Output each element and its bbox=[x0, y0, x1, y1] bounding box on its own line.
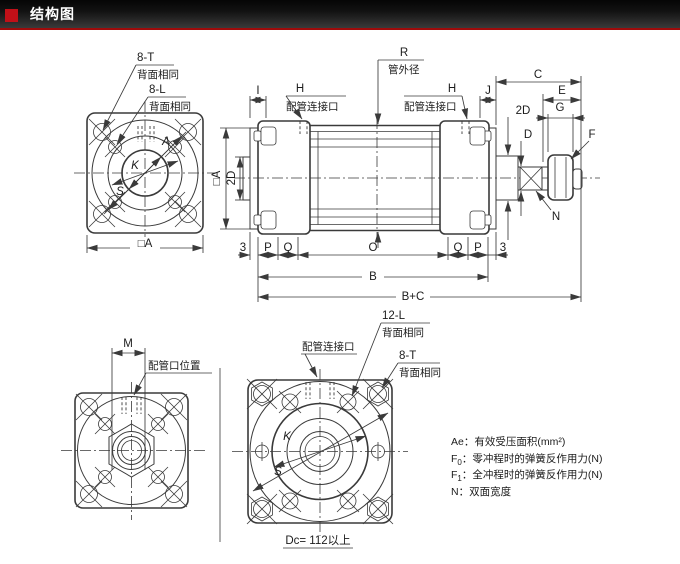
dim-label-f: F bbox=[588, 129, 595, 141]
dim-label-j: J bbox=[485, 85, 491, 97]
label-8t: 8-T bbox=[399, 350, 416, 362]
dim-label-i: I bbox=[256, 85, 259, 97]
dimension-chain bbox=[238, 232, 508, 302]
port-hidden-lines bbox=[137, 126, 155, 142]
label-12l: 12-L bbox=[382, 310, 406, 322]
head-end-view: K S 配管连接口 12-L 背面相同 8-T 背面相同 Dc= 112以上 bbox=[232, 310, 441, 549]
dim-label-2d-rear: 2D bbox=[226, 171, 238, 186]
dim-label-g: G bbox=[556, 102, 565, 114]
chain-q-left: Q bbox=[284, 242, 293, 254]
front-flange-view: A K S 8-T 背面相同 8-L 背面相同 □A bbox=[74, 52, 216, 253]
dim-label-c: C bbox=[534, 69, 542, 81]
dim-label-square-a: □A bbox=[138, 238, 153, 250]
dim-label-2d-front: 2D bbox=[516, 105, 531, 117]
dim-label-s: S bbox=[116, 186, 124, 198]
dim-label-s: S bbox=[274, 466, 282, 478]
dim-label-a: A bbox=[161, 136, 170, 148]
chain-q-right: Q bbox=[454, 242, 463, 254]
side-section-view: R 管外径 I H 配管连接口 H 配管连接口 J bbox=[211, 47, 600, 303]
label-8l-note: 背面相同 bbox=[149, 100, 191, 113]
dim-label-e: E bbox=[558, 85, 566, 97]
section-title: 结构图 bbox=[30, 6, 75, 22]
port-label-right: 配管连接口 bbox=[404, 100, 457, 113]
dim-label-height-a: □A bbox=[211, 170, 223, 185]
inner-bolt-holes bbox=[278, 390, 360, 513]
chain-p-left: P bbox=[264, 242, 272, 254]
dim-label-d: D bbox=[524, 129, 532, 141]
dim-label-k: K bbox=[131, 160, 140, 172]
corner-bolt-holes bbox=[75, 393, 188, 508]
corner-bolt-holes bbox=[88, 118, 202, 228]
legend-row-n: N：双面宽度 bbox=[451, 485, 512, 498]
dim-label-r: R bbox=[400, 47, 408, 59]
tie-rod-nuts bbox=[253, 126, 492, 230]
rod-end-view: M 配管口位置 bbox=[61, 338, 212, 520]
legend-row-f1: F1：全冲程时的弹簧反作用力(N) bbox=[451, 469, 603, 484]
piston-rod-end bbox=[517, 154, 583, 201]
label-8t-note: 背面相同 bbox=[137, 68, 179, 81]
red-bullet-icon bbox=[5, 9, 18, 22]
chain-p-right: P bbox=[474, 242, 482, 254]
dim-label-r-note: 管外径 bbox=[388, 63, 420, 76]
dim-label-h-right: H bbox=[448, 83, 456, 95]
cylinder-technical-drawing: A K S 8-T 背面相同 8-L 背面相同 □A bbox=[61, 47, 600, 549]
dim-label-n: N bbox=[552, 211, 560, 223]
port-hidden-lines bbox=[121, 397, 142, 414]
label-8t: 8-T bbox=[137, 52, 154, 64]
port-label-left: 配管连接口 bbox=[286, 100, 339, 113]
cap-ports bbox=[299, 121, 470, 134]
legend-row-f0: F0：零冲程时的弹簧反作用力(N) bbox=[451, 452, 603, 467]
port-label: 配管连接口 bbox=[302, 340, 355, 353]
section-header: 结构图 bbox=[0, 0, 680, 30]
dim-label-b: B bbox=[369, 271, 377, 283]
dim-label-b-plus-c: B+C bbox=[402, 291, 425, 303]
port-hidden-lines bbox=[305, 382, 335, 399]
dim-label-k: K bbox=[283, 431, 292, 443]
chain-o: O bbox=[369, 242, 378, 254]
chain-3-left: 3 bbox=[240, 242, 246, 254]
label-8l: 8-L bbox=[149, 84, 166, 96]
dc-note: Dc= 112以上 bbox=[285, 534, 350, 547]
dim-label-m: M bbox=[123, 338, 133, 350]
port-position-label: 配管口位置 bbox=[148, 359, 201, 372]
dim-label-h-left: H bbox=[296, 83, 304, 95]
label-8t-note: 背面相同 bbox=[399, 366, 441, 379]
corner-bolt-holes bbox=[246, 378, 394, 525]
legend-notes: Ae：有效受压面积(mm²) F0：零冲程时的弹簧反作用力(N) F1：全冲程时… bbox=[451, 436, 677, 502]
legend-row-ae: Ae：有效受压面积(mm²) bbox=[451, 436, 566, 448]
label-12l-note: 背面相同 bbox=[382, 326, 424, 339]
tie-rods bbox=[310, 138, 440, 218]
chain-3-right: 3 bbox=[500, 242, 506, 254]
